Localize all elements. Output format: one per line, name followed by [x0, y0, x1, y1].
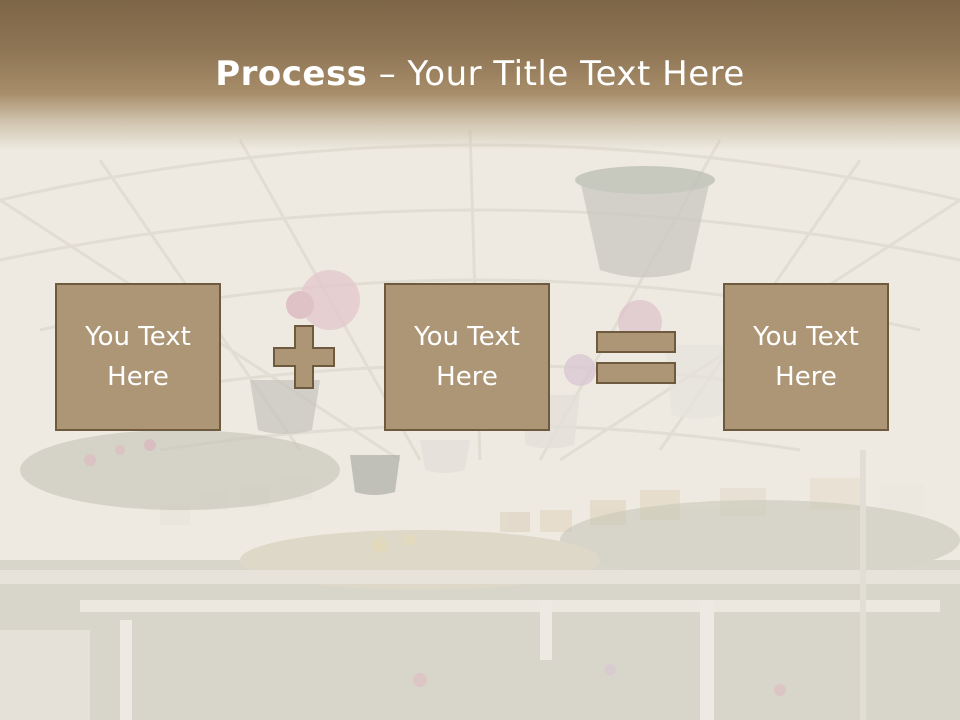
process-box-2: You Text Here: [384, 283, 550, 431]
title-bold-text: Process: [215, 54, 368, 94]
slide-title: Process – Your Title Text Here: [0, 54, 960, 94]
title-band: [0, 0, 960, 150]
equals-icon: [596, 331, 676, 384]
process-box-1: You Text Here: [55, 283, 221, 431]
process-box-3: You Text Here: [723, 283, 889, 431]
title-rest-text: – Your Title Text Here: [367, 54, 745, 94]
plus-icon: [273, 325, 335, 389]
